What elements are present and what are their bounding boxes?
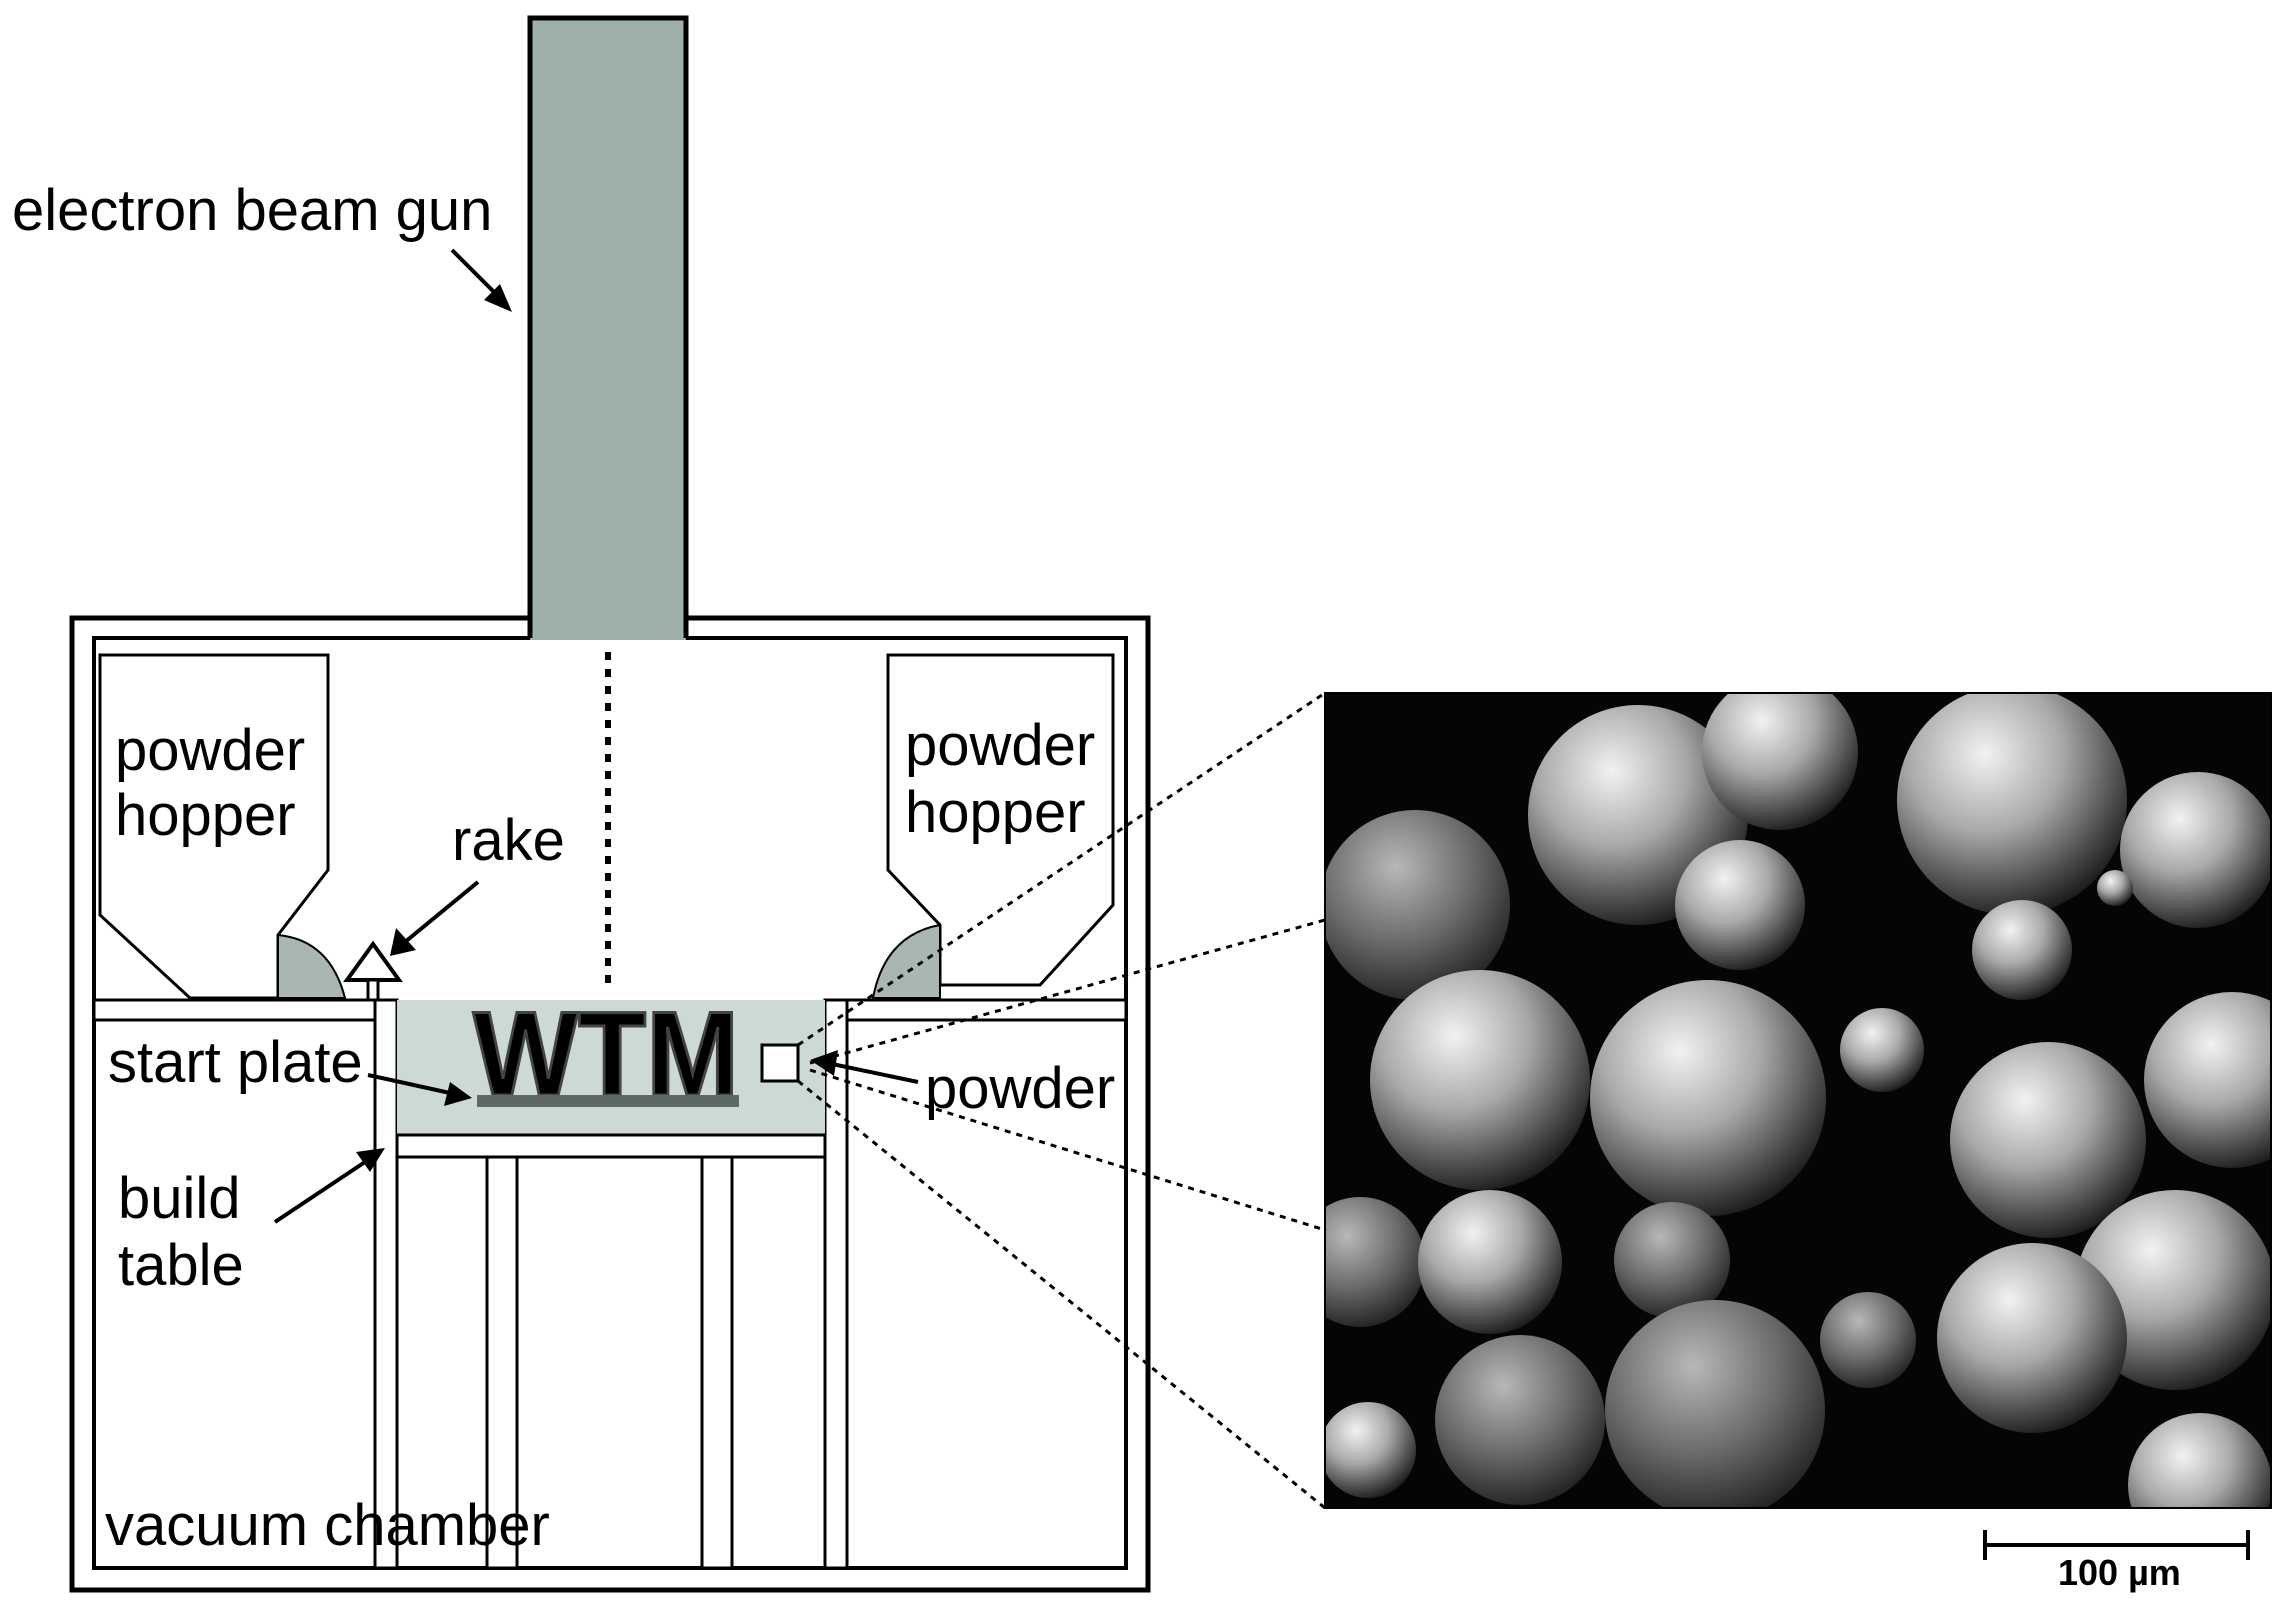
- hopper-powder-right: [871, 923, 941, 999]
- start-plate-label: start plate: [108, 1030, 363, 1095]
- scale-bar: [1983, 1530, 2250, 1560]
- rake-arrow-head: [390, 928, 416, 956]
- powder-arrow-head: [810, 1050, 838, 1076]
- sem-frame: [1324, 692, 2272, 1509]
- powder-particle: [1325, 1402, 1416, 1498]
- hopper-right-label-2: hopper: [905, 780, 1086, 845]
- vacuum-chamber-label: vacuum chamber: [105, 1493, 550, 1558]
- sem-micrograph: [1325, 693, 2271, 1508]
- powder-particle: [1897, 693, 2127, 915]
- powder-particle: [1370, 970, 1590, 1190]
- build-table-label-2: table: [118, 1233, 244, 1298]
- build-table: [395, 1133, 827, 1159]
- left-shelf: [92, 998, 380, 1022]
- hopper-right-label-1: powder: [905, 713, 1095, 778]
- build-table-leg-right: [700, 1155, 734, 1570]
- rake-label: rake: [452, 808, 565, 873]
- electron-beam-gun: [527, 15, 689, 639]
- powder-hopper-right: [886, 653, 1115, 987]
- powder-particle: [1435, 1335, 1605, 1505]
- build-table-arrow: [273, 1158, 370, 1224]
- start-plate-arrow: [367, 1073, 451, 1095]
- build-table-leg-left: [485, 1155, 519, 1570]
- powder-particle: [1325, 810, 1510, 1000]
- build-table-arrow-head: [356, 1148, 385, 1172]
- powder-sample-box: [760, 1043, 800, 1083]
- powder-particle: [1675, 840, 1805, 970]
- build-table-label-1: build: [118, 1166, 241, 1231]
- hopper-left-label-2: hopper: [115, 783, 296, 848]
- zoom-guides: [797, 691, 1326, 1510]
- powder-particle: [2097, 870, 2133, 906]
- build-box-wall-left-outer: [373, 998, 399, 1570]
- powder-particle: [1937, 1243, 2127, 1433]
- gun-arrow: [450, 248, 502, 300]
- powder-particle: [1840, 1008, 1924, 1092]
- powder-particle: [2120, 772, 2271, 928]
- gun-arrow-head: [484, 284, 512, 312]
- rake-arrow: [403, 880, 480, 944]
- hopper-powder-left: [277, 933, 347, 999]
- build-box-wall-right-outer: [823, 998, 849, 1570]
- powder-label: powder: [925, 1056, 1115, 1121]
- gun-label: electron beam gun: [12, 178, 492, 243]
- powder-arrow: [831, 1062, 919, 1084]
- scale-bar-label: 100 µm: [2058, 1552, 2181, 1593]
- gun-nozzle: [530, 600, 686, 640]
- powder-particle: [1605, 1300, 1825, 1508]
- powder-particle: [1614, 1202, 1730, 1318]
- powder-particle: [1590, 980, 1826, 1216]
- powder-particle: [1418, 1190, 1562, 1334]
- powder-particle: [2128, 1413, 2271, 1508]
- powder-particle: [1702, 693, 1858, 830]
- start-plate-arrow-head: [444, 1082, 472, 1106]
- hopper-left-label-1: powder: [115, 718, 305, 783]
- powder-particle: [1325, 1197, 1425, 1327]
- powder-particle: [1972, 900, 2072, 1000]
- start-plate: [477, 1095, 739, 1107]
- powder-particle: [2144, 992, 2271, 1168]
- powder-particle: [1950, 1042, 2146, 1238]
- powder-particle: [1820, 1292, 1916, 1388]
